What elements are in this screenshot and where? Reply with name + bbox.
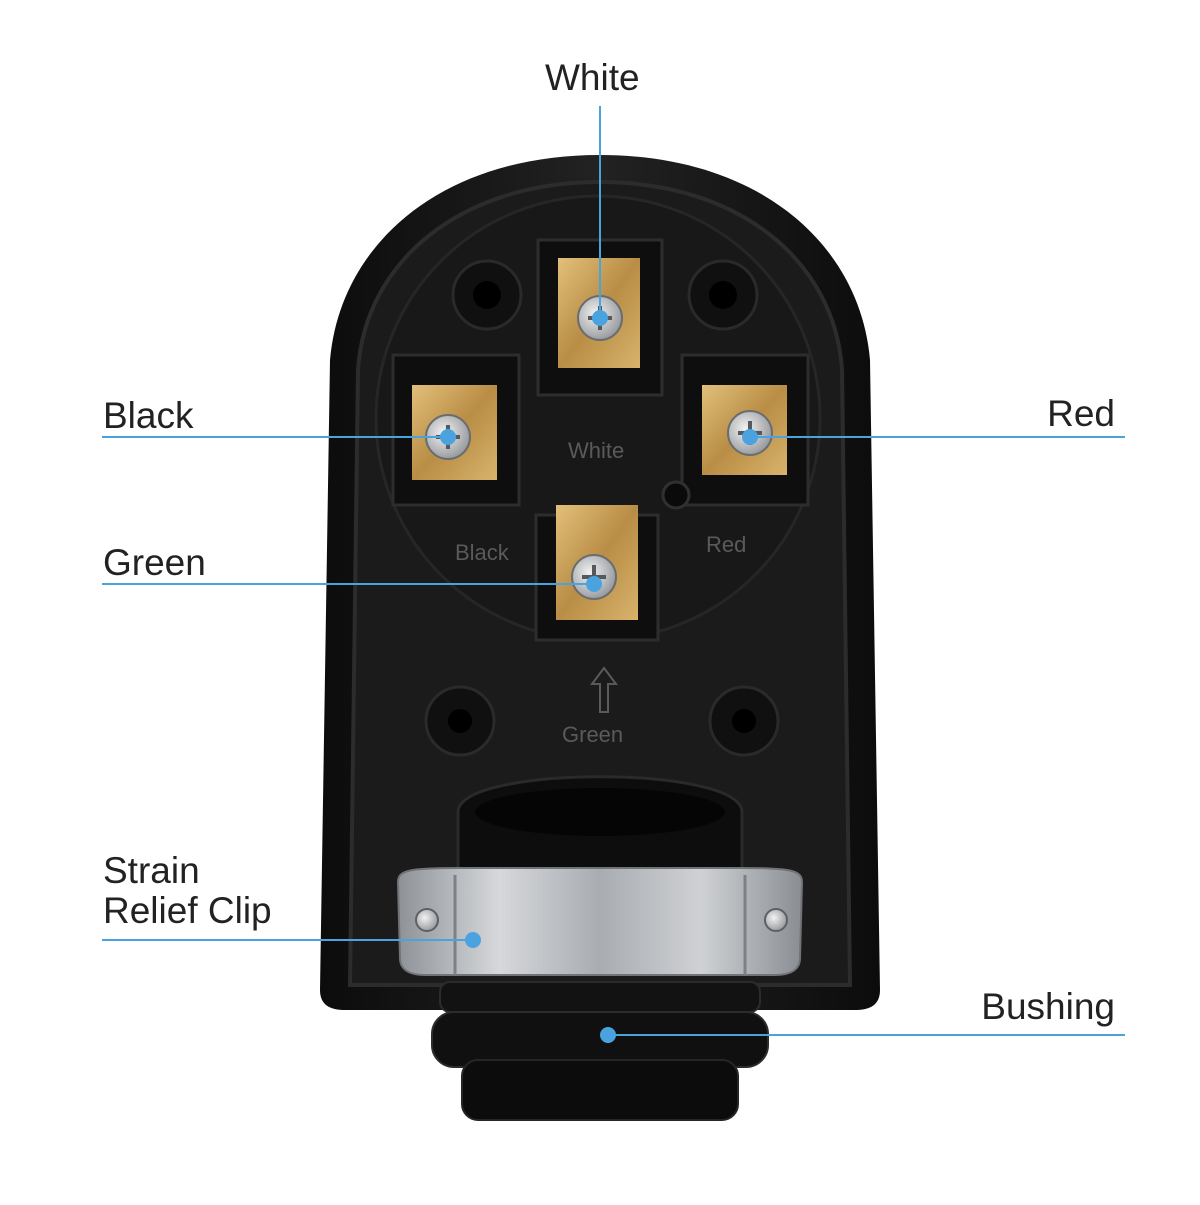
terminal-red	[680, 353, 810, 507]
callout-green	[102, 576, 602, 592]
label-green: Green	[103, 542, 206, 583]
molded-text-red: Red	[706, 532, 746, 557]
molded-text-white: White	[568, 438, 624, 463]
terminal-black	[391, 353, 521, 507]
label-black: Black	[103, 395, 194, 436]
callout-black	[102, 429, 456, 445]
bushing	[431, 981, 769, 1121]
callout-strain-relief	[102, 932, 481, 948]
callout-white	[592, 106, 608, 326]
center-pin	[661, 480, 691, 510]
label-strain-relief-line2: Relief Clip	[103, 890, 272, 931]
molded-text-black: Black	[455, 540, 510, 565]
label-bushing: Bushing	[981, 986, 1115, 1027]
mount-hole-bottom-right	[708, 685, 780, 757]
mount-hole-top-left	[451, 259, 523, 331]
terminal-green	[534, 505, 660, 642]
strain-relief-clip	[396, 867, 804, 976]
callout-bushing	[600, 1027, 1125, 1043]
molded-text-green: Green	[562, 722, 623, 747]
mount-hole-top-right	[687, 259, 759, 331]
mount-hole-bottom-left	[424, 685, 496, 757]
label-white: White	[545, 57, 640, 98]
callout-red	[742, 429, 1125, 445]
label-red: Red	[1047, 393, 1115, 434]
molded-arrow-up-icon	[590, 666, 618, 713]
label-strain-relief-line1: Strain	[103, 850, 200, 891]
